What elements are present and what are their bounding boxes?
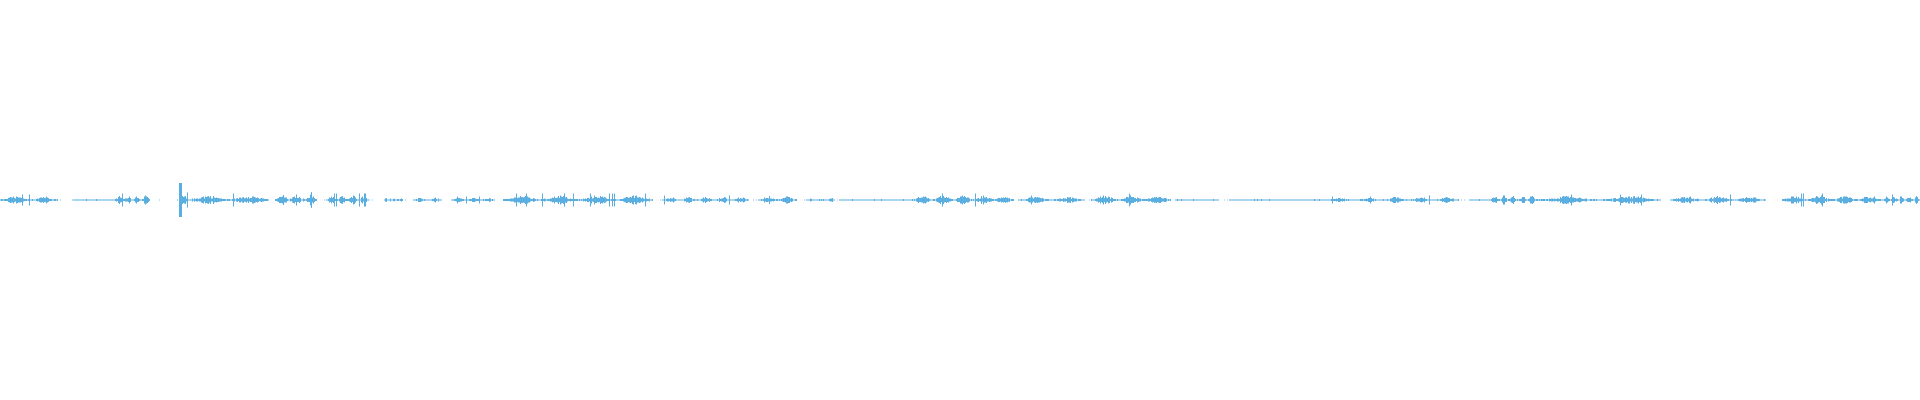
waveform-segment [1229, 199, 1325, 201]
waveform-segment [0, 194, 58, 206]
waveform-segment [1670, 194, 1766, 206]
waveform-segment [912, 193, 1014, 207]
waveform-segment [1325, 196, 1382, 204]
waveform-segment [758, 196, 797, 204]
waveform-segment [384, 198, 403, 202]
waveform-segment [662, 195, 749, 205]
waveform-segment [326, 193, 369, 207]
waveform-segment [1175, 199, 1219, 201]
waveform-segment [115, 193, 150, 207]
waveform-segment [1018, 195, 1085, 205]
waveform-segment [1782, 193, 1882, 207]
waveform-segment [1091, 193, 1171, 207]
waveform-segment [1490, 195, 1536, 205]
waveform-segment [1882, 194, 1920, 206]
waveform-segment [806, 198, 835, 202]
waveform-segment [1536, 194, 1661, 206]
waveform-segment [179, 183, 188, 217]
waveform-segment [188, 193, 269, 207]
waveform-segment [451, 196, 495, 204]
waveform-segment [275, 192, 317, 208]
waveform-segment [413, 197, 442, 203]
waveform-segment [839, 199, 912, 201]
waveform-segment [503, 193, 653, 207]
waveform-segment [73, 199, 115, 201]
waveform-segment [1382, 195, 1459, 205]
